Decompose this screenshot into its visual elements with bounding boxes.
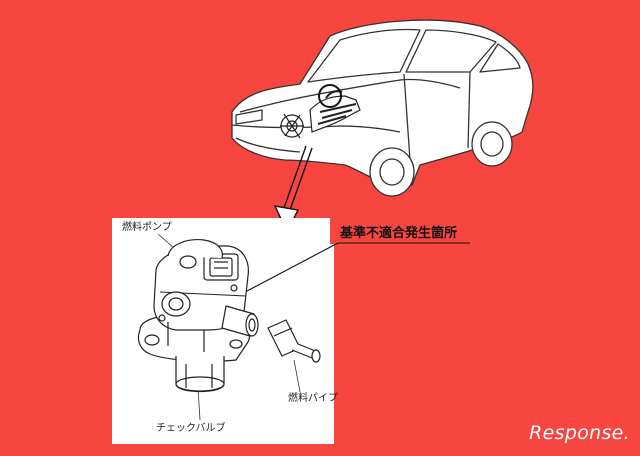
fuel-pump-illustration [137,239,259,393]
defect-location-label: 基準不適合発生箇所 [340,226,458,241]
brand-logo-text: Response. [529,422,630,444]
fuel-pipe-illustration [267,319,321,363]
fuel-pipe-label: 燃料パイプ [288,393,338,404]
callout-leader [229,242,470,301]
fuel-pump-label: 燃料ポンプ [122,222,172,233]
car-illustration [231,19,534,197]
brand-logo: Response. [529,422,630,444]
check-valve-label: チェックバルブ [156,423,226,434]
highlight-circle [318,84,342,108]
